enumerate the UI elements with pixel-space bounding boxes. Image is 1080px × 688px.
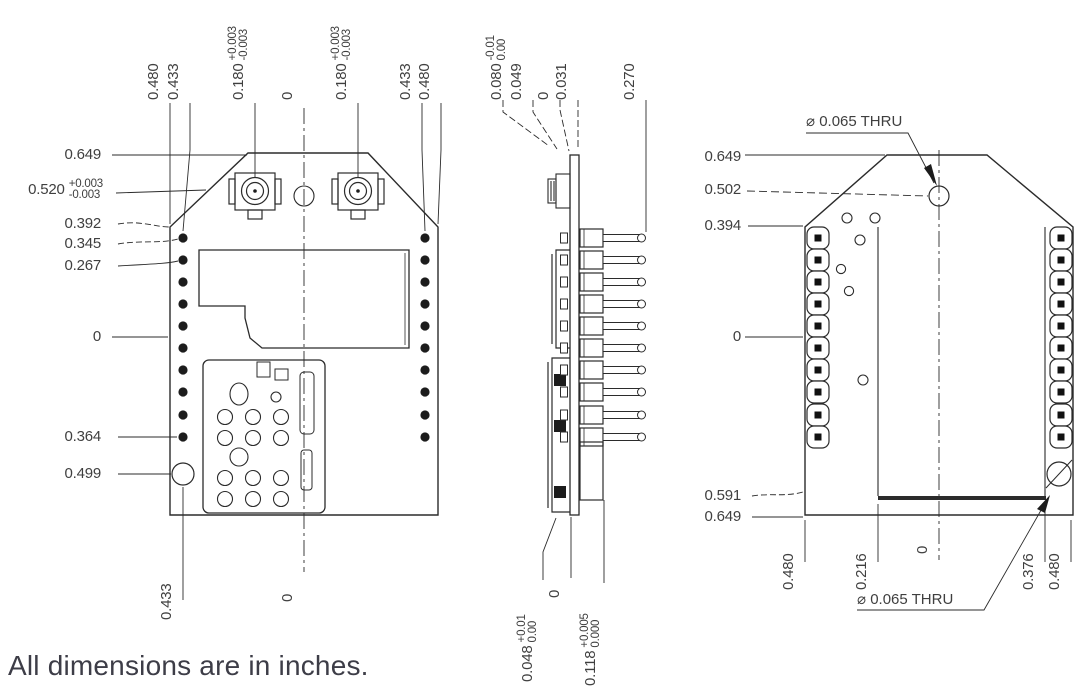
shield-tab [256,361,271,378]
hole-callout-top: ⌀ 0.065 THRU [806,113,903,130]
dim-label: 0 [279,91,296,100]
units-note: All dimensions are in inches. [8,650,369,681]
dim-label: 0.394 [704,217,741,234]
ufl-connector-profile [547,173,571,209]
side-top-leader-lines [502,100,579,152]
vias [835,212,881,386]
pin-header [579,228,647,447]
inner-outline-sides [877,227,1046,496]
dim-label: 0.433 [165,63,182,100]
dim-label: 0.376 [1020,553,1037,590]
front-center-hole [293,185,315,207]
thru-hole-bottom-leader [857,497,1049,611]
dim-label-tol: 0.520+0.003-0.003 [28,178,103,201]
back-view [745,132,1074,611]
dim-label: 0.270 [621,63,638,100]
dim-label: 0.591 [704,487,741,504]
dim-label: 0.649 [704,148,741,165]
dim-label-tol: 0.180+0.003-0.003 [330,26,353,100]
hole-callout-bottom: ⌀ 0.065 THRU [857,591,954,608]
front-mounting-hole [171,462,195,486]
dim-label: 0.345 [64,235,101,252]
dim-label: 0 [535,91,552,100]
lower-shield-holes [216,382,290,508]
castellation-row [560,232,568,443]
dim-label: 0 [914,545,931,554]
dim-label: 0.502 [704,181,741,198]
dim-label: 0 [92,328,101,345]
dim-label: 0.499 [64,465,101,482]
side-view [502,100,647,583]
dim-label: 0.480 [780,553,797,590]
ufl-connector-left [228,172,282,220]
dim-label: 0 [732,328,741,345]
dim-label: 0 [546,589,563,598]
side-bottom-leader-lines [542,500,605,583]
dim-label: 0.649 [704,508,741,525]
dim-label: 0 [279,593,296,602]
thru-hole-top-leader [806,132,935,184]
pcb-edge [569,154,580,516]
upper-shield [198,249,410,349]
front-board-outline [169,152,439,516]
dim-label: 0.433 [158,583,175,620]
dim-label: 0.392 [64,215,101,232]
front-top-extension-lines [169,103,442,232]
lower-housing [579,441,604,501]
dim-label: 0.031 [553,63,570,100]
dim-label-tol: 0.180+0.003-0.003 [227,26,250,100]
leader-arrowhead [924,164,937,186]
front-pad-row-right [420,233,430,442]
dim-label: 0.480 [416,63,433,100]
dim-label: 0.480 [1046,553,1063,590]
front-view [112,103,442,600]
back-bottom-extension-lines [804,504,1072,562]
dim-label: 0.267 [64,257,101,274]
dim-label: 0.433 [397,63,414,100]
dim-label: 0.649 [64,146,101,163]
dim-label: 0.216 [853,553,870,590]
back-pad-column-right [1049,226,1073,449]
leader-arrowhead [1037,495,1050,513]
thru-hole-top [928,185,950,207]
dim-label: 0.480 [145,63,162,100]
dim-label: 0.364 [64,428,101,445]
shield-clips [554,374,566,498]
lower-shield [202,359,326,514]
back-pad-column-left [806,226,830,449]
thru-hole-slash [1045,459,1073,489]
ufl-connector-right [331,172,385,220]
back-board-outline [804,154,1074,516]
thru-hole-bottom [1046,461,1072,487]
front-left-leader-lines [112,154,247,475]
lower-shield-profile [547,357,570,513]
front-pad-row-left [178,233,188,442]
shield-tab [274,368,289,381]
dim-label: 0.049 [508,63,525,100]
back-left-leader-lines [745,154,929,518]
